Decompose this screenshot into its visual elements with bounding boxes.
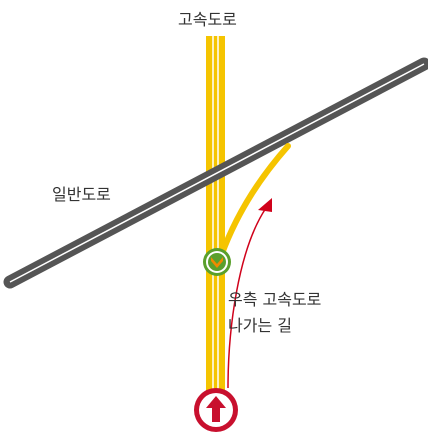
- exit-ramp: [216, 143, 291, 265]
- chevron-down-icon: [211, 257, 223, 268]
- general-road: [3, 57, 428, 289]
- highway-road: [206, 36, 225, 416]
- exit-label: 우측 고속도로 나가는 길: [228, 287, 321, 339]
- exit-label-line1: 우측 고속도로: [228, 290, 322, 309]
- exit-label-line2: 나가는 길: [228, 316, 292, 335]
- highway-label: 고속도로: [178, 10, 237, 29]
- general-road-label: 일반도로: [52, 185, 111, 204]
- route-arrow: [227, 198, 272, 389]
- start-marker: [194, 388, 238, 432]
- turn-marker: [203, 248, 231, 276]
- up-arrow-icon: [206, 396, 226, 422]
